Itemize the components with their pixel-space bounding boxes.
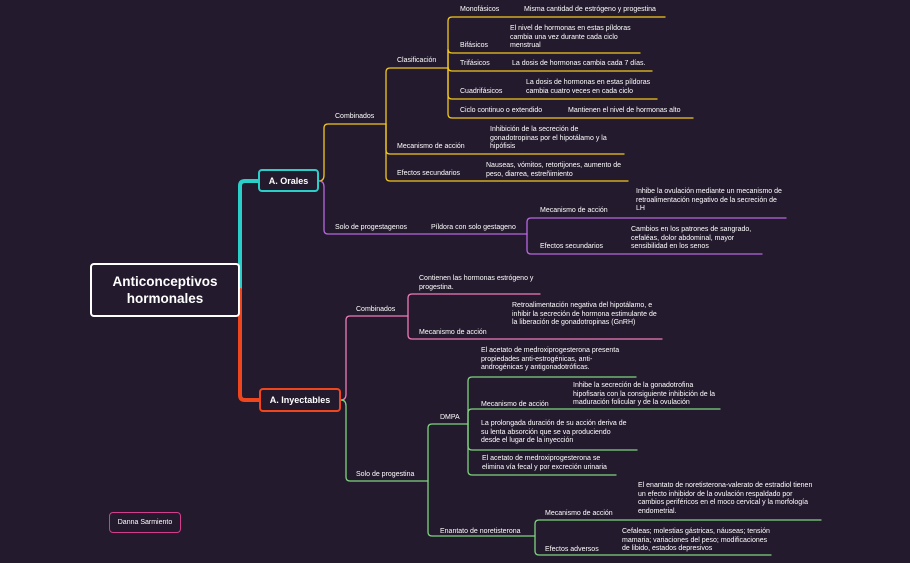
dmpa-mecanismo-desc: Inhibe la secreción de la gonadotrofina … bbox=[573, 382, 716, 406]
orales-comb-efectos-desc: Nauseas, vómitos, retortijones, aumento … bbox=[486, 162, 622, 178]
link-iny-comb-contienen bbox=[407, 293, 541, 317]
link-root-orales bbox=[238, 179, 260, 292]
orales-comb-efectos-label: Efectos secundarios bbox=[397, 170, 461, 177]
author-label: Danna Sarmiento bbox=[109, 512, 181, 533]
pildora-efectos-desc: Cambios en los patrones de sangrado, cef… bbox=[631, 226, 752, 250]
dmpa-mecanismo-label: Mecanismo de acción bbox=[481, 401, 549, 408]
clasificacion-label: Clasificación bbox=[397, 57, 437, 64]
bifasicos-desc: El nivel de hormonas en estas píldoras c… bbox=[510, 25, 631, 49]
solo-progestina-label: Solo de progestina bbox=[356, 471, 415, 478]
dmpa-item1: El acetato de medroxiprogesterona presen… bbox=[481, 347, 620, 371]
iny-combinados-contienen: Contienen las hormonas estrógeno y proge… bbox=[419, 275, 534, 291]
link-dmpa-mecanismo bbox=[467, 408, 721, 425]
link-clasificacion-mono bbox=[447, 16, 666, 69]
iny-combinados-label: Combinados bbox=[356, 306, 396, 313]
link-orales-combinados bbox=[318, 123, 387, 182]
ciclo-continuo-desc: Mantienen el nivel de hormonas alto bbox=[568, 107, 681, 114]
link-root-inyectables bbox=[238, 288, 261, 402]
ciclo-continuo-label: Ciclo continuo o extendido bbox=[460, 107, 543, 114]
link-iny-comb-mecanismo bbox=[407, 315, 663, 340]
cuadrifasicos-desc: La dosis de hormonas en estas píldoras c… bbox=[526, 79, 651, 95]
link-enantato-mecanismo bbox=[534, 519, 822, 537]
orales-node: A. Orales bbox=[258, 169, 319, 192]
monofasicos-desc: Misma cantidad de estrógeno y progestina bbox=[524, 6, 656, 13]
link-pildora-mecanismo bbox=[526, 217, 787, 235]
trifasicos-label: Trifásicos bbox=[460, 60, 490, 67]
trifasicos-desc: La dosis de hormonas cambia cada 7 días. bbox=[512, 60, 646, 67]
enantato-label: Enantato de noretisterona bbox=[440, 528, 521, 535]
link-iny-combinados bbox=[340, 315, 409, 401]
iny-comb-mecanismo-desc: Retroalimentación negativa del hipotálam… bbox=[512, 302, 657, 326]
link-clasificacion-ciclo bbox=[447, 67, 694, 119]
link-enantato-efectos bbox=[534, 535, 772, 556]
dmpa-item3: La prolongada duración de su acción deri… bbox=[481, 420, 627, 444]
bifasicos-label: Bifásicos bbox=[460, 42, 489, 49]
link-progestina-enantato bbox=[427, 480, 536, 537]
enantato-mecanismo-desc: El enantato de noretisterona-valerato de… bbox=[638, 482, 813, 515]
enantato-mecanismo-label: Mecanismo de acción bbox=[545, 510, 613, 517]
link-combinados-efectos bbox=[385, 123, 629, 182]
link-orales-progestagenos bbox=[318, 180, 528, 235]
link-pildora-efectos bbox=[526, 233, 763, 255]
pildora-mecanismo-label: Mecanismo de acción bbox=[540, 207, 608, 214]
orales-comb-mecanismo-label: Mecanismo de acción bbox=[397, 143, 465, 150]
orales-comb-mecanismo-desc: Inhibición de la secreción de gonadotrop… bbox=[490, 126, 607, 150]
solo-progestagenos-label: Solo de progestagenos bbox=[335, 224, 407, 231]
link-progestina-dmpa bbox=[427, 423, 469, 482]
iny-comb-mecanismo-label: Mecanismo de acción bbox=[419, 329, 487, 336]
link-iny-progestina bbox=[340, 399, 429, 482]
dmpa-label: DMPA bbox=[440, 414, 460, 421]
pildora-mecanismo-desc: Inhibe la ovulación mediante un mecanism… bbox=[636, 188, 782, 212]
enantato-efectos-label: Efectos adversos bbox=[545, 546, 599, 553]
link-combinados-clasificacion bbox=[385, 67, 449, 125]
pildora-efectos-label: Efectos secundarios bbox=[540, 243, 604, 250]
dmpa-item4: El acetato de medroxiprogesterona se eli… bbox=[482, 455, 607, 471]
pildora-label: Píldora con solo gestageno bbox=[431, 224, 516, 231]
link-clasificacion-bi bbox=[447, 48, 641, 69]
link-dmpa-item4 bbox=[467, 423, 617, 476]
root-node: Anticonceptivos hormonales bbox=[90, 263, 240, 317]
orales-combinados-label: Combinados bbox=[335, 113, 375, 120]
enantato-efectos-desc: Cefaleas; molestias gástricas, náuseas; … bbox=[622, 528, 770, 552]
cuadrifasicos-label: Cuadrifásicos bbox=[460, 88, 503, 95]
link-clasificacion-tri bbox=[447, 66, 653, 72]
inyectables-node: A. Inyectables bbox=[259, 388, 341, 412]
monofasicos-label: Monofásicos bbox=[460, 6, 500, 13]
link-dmpa-item1 bbox=[467, 376, 637, 425]
